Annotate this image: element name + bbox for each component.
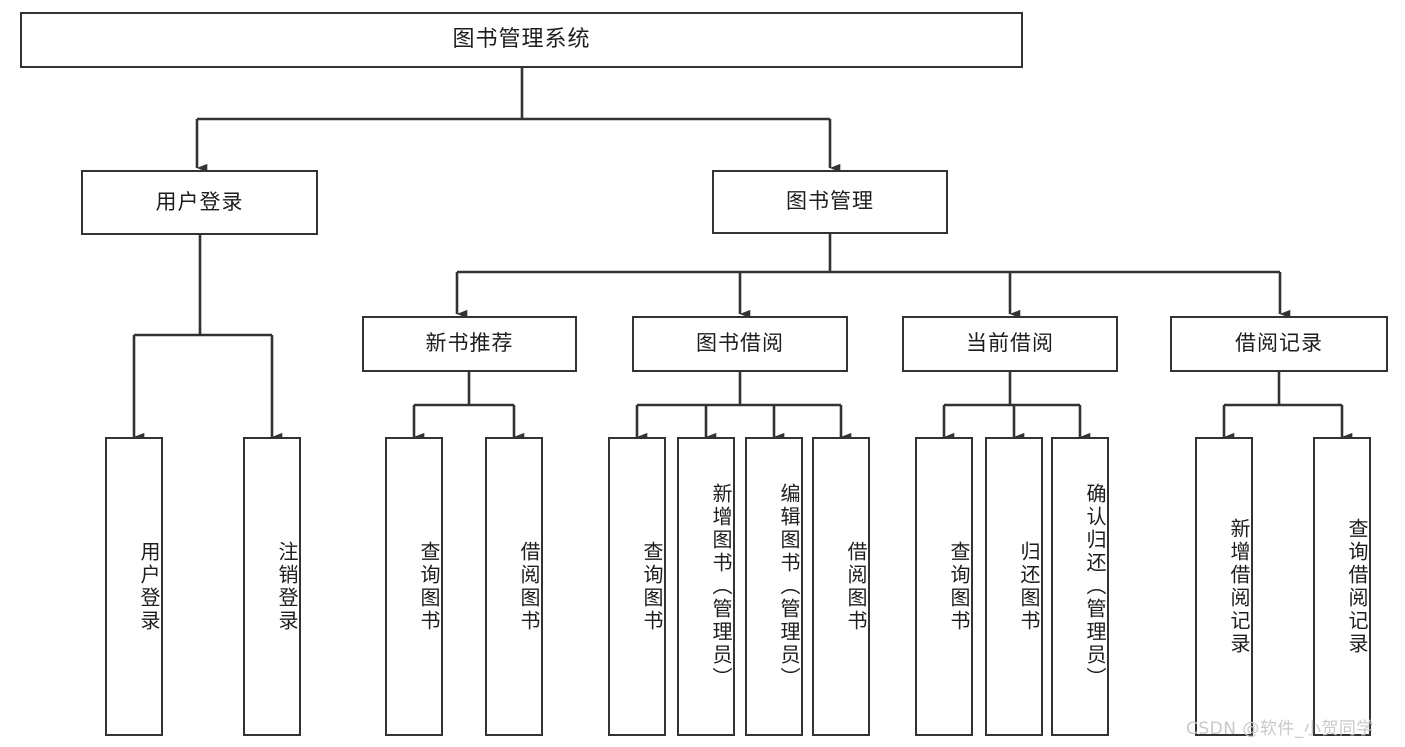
node-borrow-record[interactable]: 借阅记录 (1170, 316, 1388, 372)
node-label: 新增图书（管理员） (709, 483, 733, 690)
node-label: 查询图书 (947, 540, 971, 633)
node-label: 查询借阅记录 (1345, 517, 1369, 656)
node-label: 当前借阅 (966, 331, 1054, 356)
leaf-borrow-book-2[interactable]: 借阅图书 (812, 437, 870, 736)
node-label: 用户登录 (137, 540, 161, 633)
node-root-system[interactable]: 图书管理系统 (20, 12, 1023, 68)
leaf-return-book[interactable]: 归还图书 (985, 437, 1043, 736)
leaf-borrow-book-1[interactable]: 借阅图书 (485, 437, 543, 736)
node-label: 注销登录 (275, 540, 299, 633)
csdn-watermark: CSDN @软件_小贺同学 (1186, 719, 1374, 739)
node-label: 确认归还（管理员） (1083, 483, 1107, 690)
leaf-user-login[interactable]: 用户登录 (105, 437, 163, 736)
node-label: 编辑图书（管理员） (777, 483, 801, 690)
leaf-logout[interactable]: 注销登录 (243, 437, 301, 736)
leaf-query-book-3[interactable]: 查询图书 (915, 437, 973, 736)
node-label: 借阅图书 (844, 540, 868, 633)
node-new-book-recommend[interactable]: 新书推荐 (362, 316, 577, 372)
leaf-query-book-1[interactable]: 查询图书 (385, 437, 443, 736)
leaf-edit-book[interactable]: 编辑图书（管理员） (745, 437, 803, 736)
leaf-add-record[interactable]: 新增借阅记录 (1195, 437, 1253, 736)
node-label: 图书管理 (786, 189, 874, 214)
node-book-manage[interactable]: 图书管理 (712, 170, 948, 234)
node-label: 借阅图书 (517, 540, 541, 633)
node-label: 图书管理系统 (452, 26, 591, 52)
node-label: 借阅记录 (1235, 331, 1323, 356)
node-book-borrow[interactable]: 图书借阅 (632, 316, 848, 372)
node-label: 查询图书 (417, 540, 441, 633)
node-label: 图书借阅 (696, 331, 784, 356)
node-label: 归还图书 (1017, 540, 1041, 633)
node-label: 查询图书 (640, 540, 664, 633)
leaf-query-book-2[interactable]: 查询图书 (608, 437, 666, 736)
leaf-add-book[interactable]: 新增图书（管理员） (677, 437, 735, 736)
leaf-query-record[interactable]: 查询借阅记录 (1313, 437, 1371, 736)
node-label: 新增借阅记录 (1227, 517, 1251, 656)
node-user-login[interactable]: 用户登录 (81, 170, 318, 235)
node-current-borrow[interactable]: 当前借阅 (902, 316, 1118, 372)
node-label: 用户登录 (155, 189, 244, 214)
node-label: 新书推荐 (425, 331, 514, 356)
leaf-confirm-return[interactable]: 确认归还（管理员） (1051, 437, 1109, 736)
